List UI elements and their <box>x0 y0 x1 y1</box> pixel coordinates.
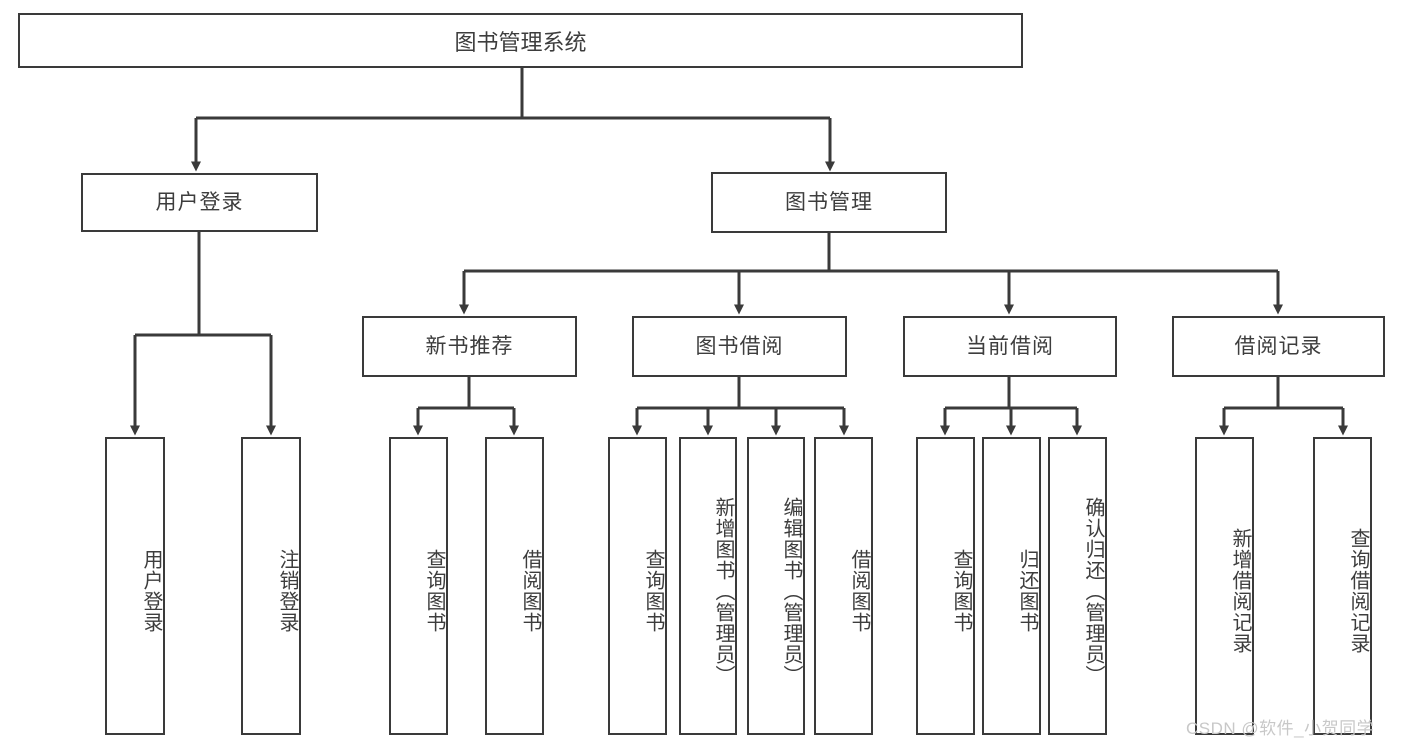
node-root-book-management-system[interactable]: 图书管理系统 <box>18 13 1023 68</box>
node-label: 归还图书 <box>1016 549 1038 633</box>
node-label: 用户登录 <box>155 190 244 214</box>
node-label: 借阅图书 <box>848 549 870 633</box>
node-label: 借阅记录 <box>1234 334 1323 358</box>
leaf-record-add-borrow-record[interactable]: 新增借阅记录 <box>1195 437 1254 735</box>
leaf-borrow-query-book[interactable]: 查询图书 <box>608 437 667 735</box>
leaf-recommend-query-book[interactable]: 查询图书 <box>389 437 448 735</box>
node-label: 查询图书 <box>950 549 972 633</box>
csdn-watermark: CSDN @软件_小贺同学 <box>1186 719 1375 738</box>
node-user-login[interactable]: 用户登录 <box>81 173 318 232</box>
leaf-borrow-edit-book-admin[interactable]: 编辑图书（管理员） <box>747 437 805 735</box>
node-label: 查询图书 <box>642 549 664 633</box>
node-label: 图书借阅 <box>695 334 784 358</box>
leaf-recommend-borrow-book[interactable]: 借阅图书 <box>485 437 544 735</box>
node-book-borrow[interactable]: 图书借阅 <box>632 316 847 377</box>
node-label: 查询借阅记录 <box>1347 528 1369 654</box>
node-label: 图书管理 <box>785 190 873 214</box>
node-label: 确认归还（管理员） <box>1082 496 1104 686</box>
node-new-book-recommend[interactable]: 新书推荐 <box>362 316 577 377</box>
node-label: 新增借阅记录 <box>1229 528 1251 654</box>
node-label: 当前借阅 <box>966 334 1054 358</box>
node-label: 图书管理系统 <box>454 29 587 55</box>
leaf-user-logout[interactable]: 注销登录 <box>241 437 301 735</box>
leaf-borrow-borrow-book[interactable]: 借阅图书 <box>814 437 873 735</box>
node-label: 查询图书 <box>423 549 445 633</box>
node-label: 注销登录 <box>276 549 298 633</box>
leaf-borrow-add-book-admin[interactable]: 新增图书（管理员） <box>679 437 737 735</box>
node-label: 用户登录 <box>140 549 162 633</box>
leaf-current-confirm-return-admin[interactable]: 确认归还（管理员） <box>1048 437 1107 735</box>
node-current-borrow[interactable]: 当前借阅 <box>903 316 1117 377</box>
node-borrow-record[interactable]: 借阅记录 <box>1172 316 1385 377</box>
node-label: 新书推荐 <box>425 334 514 358</box>
leaf-user-login[interactable]: 用户登录 <box>105 437 165 735</box>
node-label: 编辑图书（管理员） <box>780 496 802 686</box>
node-label: 新增图书（管理员） <box>712 496 734 686</box>
leaf-record-query-borrow-record[interactable]: 查询借阅记录 <box>1313 437 1372 735</box>
leaf-current-return-book[interactable]: 归还图书 <box>982 437 1041 735</box>
node-label: 借阅图书 <box>519 549 541 633</box>
leaf-current-query-book[interactable]: 查询图书 <box>916 437 975 735</box>
node-book-management[interactable]: 图书管理 <box>711 172 947 233</box>
